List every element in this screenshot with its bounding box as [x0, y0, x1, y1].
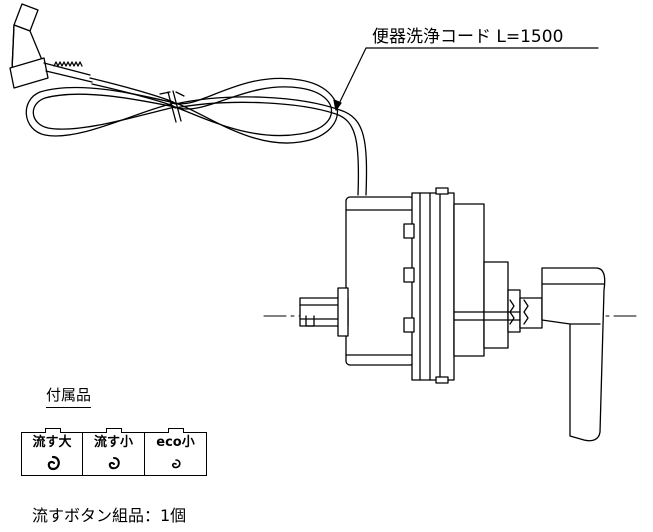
cord-loops: [25, 77, 368, 196]
swirl-large-icon: [47, 455, 60, 471]
flush-large-button: 流す大: [21, 428, 83, 476]
button-tab: [45, 428, 61, 433]
swirl-eco-icon: [171, 459, 181, 469]
kit-quantity-label: 流すボタン組品：1個: [32, 506, 187, 525]
drive-shaft: [299, 287, 349, 337]
button-tab: [168, 428, 184, 433]
eco-small-button: eco小: [145, 428, 207, 476]
cord-leader-line: [335, 47, 599, 111]
cord-length-label: 便器洗浄コード L=1500: [372, 27, 564, 47]
accessories-title: 付属品: [46, 384, 92, 408]
valve-body: [345, 187, 543, 384]
flush-button-set: 流す大 流す小 eco小: [21, 428, 207, 476]
leader-arrowhead: [333, 99, 342, 111]
flush-small-button: 流す小: [83, 428, 145, 476]
button-label: eco小: [156, 435, 195, 450]
button-label: 流す大: [32, 435, 72, 450]
button-tab: [106, 428, 122, 433]
swirl-small-icon: [108, 457, 120, 470]
button-label: 流す小: [93, 435, 133, 450]
lever-handle: [541, 267, 606, 442]
connector-plug: [9, 3, 93, 89]
